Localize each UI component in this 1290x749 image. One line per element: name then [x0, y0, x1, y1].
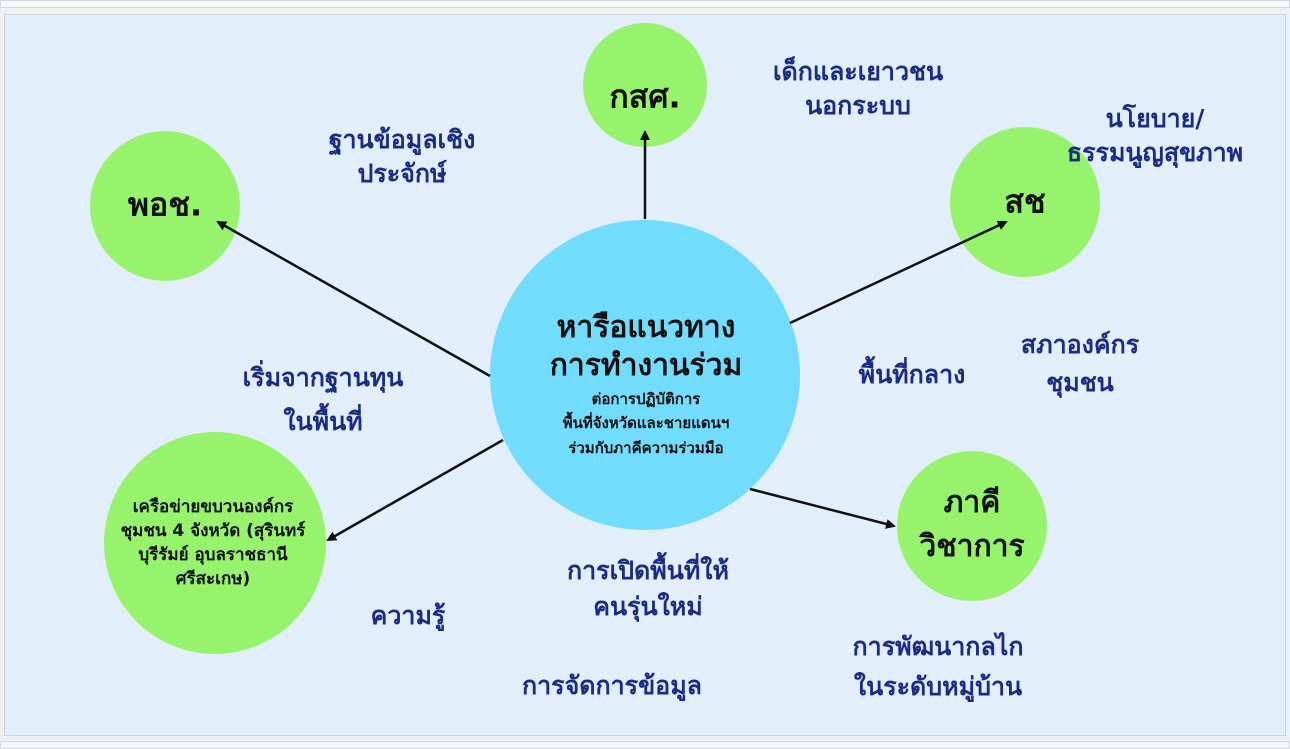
node-sch — [950, 127, 1100, 277]
label-capital: เริ่มจากฐานทุนในพื้นที่ — [243, 356, 404, 444]
label-knowledge: ความรู้ — [370, 601, 446, 630]
arrow-to-pos — [216, 220, 491, 378]
node-sch-label: สช — [1004, 182, 1046, 221]
label-line: เด็กและเยาวชน — [772, 57, 944, 86]
node-pos — [90, 131, 240, 281]
academic-line: วิชาการ — [919, 529, 1025, 564]
node-pos-label: พอช. — [127, 185, 203, 224]
node-academic-label: ภาคี วิชาการ — [919, 481, 1024, 569]
node-network — [104, 432, 326, 654]
label-line: ในระดับหมู่บ้าน — [853, 672, 1023, 701]
network-line: ศรีสะเกษ) — [175, 569, 251, 589]
label-line: การพัฒนากลไก — [852, 632, 1024, 661]
label-line: สภาองค์กร — [1020, 330, 1140, 359]
label-line: ธรรมนูญสุขภาพ — [1066, 138, 1244, 167]
label-new-generation: การเปิดพื้นที่ให้คนรุ่นใหม่ — [567, 553, 729, 625]
node-kss — [583, 23, 707, 147]
label-line: ฐานข้อมูลเชิง — [328, 125, 476, 154]
center-subtitle: ร่วมกับภาคีความร่วมมือ — [568, 439, 724, 457]
node-academic — [897, 451, 1047, 601]
label-youth: เด็กและเยาวชนนอกระบบ — [773, 55, 943, 123]
label-line: ในพื้นที่ — [283, 407, 363, 436]
label-evidence: ฐานข้อมูลเชิงประจักษ์ — [329, 123, 476, 191]
label-line: คนรุ่นใหม่ — [593, 592, 703, 621]
node-network-label: เครือข่ายขบวนองค์กร ชุมชน 4 จังหวัด (สุร… — [121, 495, 306, 591]
label-data-management: การจัดการข้อมูล — [522, 671, 702, 700]
label-policy: นโยบาย/ธรรมนูญสุขภาพ — [1067, 102, 1243, 170]
center-subtitle: พื้นที่จังหวัดและชายแดนฯ — [562, 414, 730, 432]
arrow-to-sch — [789, 220, 1008, 325]
node-kss-label: กสศ. — [609, 77, 681, 116]
label-council: สภาองค์กรชุมชน — [1021, 326, 1139, 402]
label-mechanism: การพัฒนากลไกในระดับหมู่บ้าน — [853, 627, 1024, 707]
label-line: ชุมชน — [1046, 368, 1114, 397]
academic-line: ภาคี — [943, 485, 1001, 520]
center-title: หารือแนวทาง — [556, 310, 736, 345]
arrow-to-academic — [749, 487, 896, 529]
center-title: การทำงานร่วม — [549, 348, 743, 383]
center-label: หารือแนวทาง การทำงานร่วม ต่อการปฏิบัติกา… — [550, 309, 742, 461]
label-middle-space: พื้นที่กลาง — [858, 360, 966, 389]
network-line: บุรีรัมย์ อุบลราชธานี — [138, 545, 288, 565]
label-line: เริ่มจากฐานทุน — [242, 363, 404, 392]
label-line: นอกระบบ — [805, 91, 911, 120]
label-line: การเปิดพื้นที่ให้ — [567, 556, 729, 585]
arrow-to-network — [326, 438, 504, 542]
label-line: นโยบาย/ — [1105, 104, 1205, 133]
center-subtitle: ต่อการปฏิบัติการ — [591, 390, 701, 408]
label-line: ประจักษ์ — [357, 159, 447, 188]
network-line: เครือข่ายขบวนองค์กร — [132, 497, 294, 517]
network-line: ชุมชน 4 จังหวัด (สุรินทร์ — [120, 521, 306, 541]
node-center — [490, 220, 800, 530]
